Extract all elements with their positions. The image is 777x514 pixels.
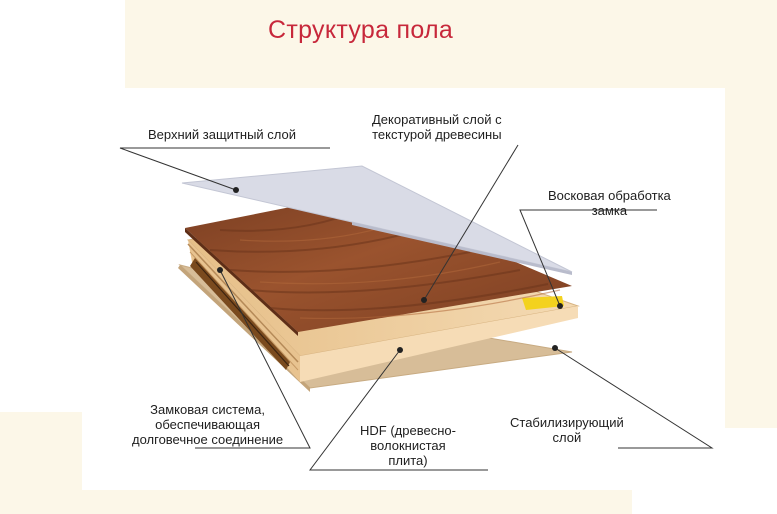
decorative-wood-layer (185, 194, 572, 336)
wax-edge-strip (522, 296, 564, 310)
background-panel-right (725, 88, 777, 428)
label-wax-treatment: Восковая обработка замка (548, 188, 671, 218)
label-lock-system: Замковая система, обеспечивающая долгове… (132, 402, 284, 447)
leader-lines (119, 144, 714, 471)
label-protective-top-layer: Верхний защитный слой (148, 127, 297, 142)
background-panel-top (125, 0, 777, 88)
protective-top-layer (181, 165, 573, 275)
label-decorative-layer: Декоративный слой с текстурой древесины (372, 112, 502, 142)
background-panel-bottom (0, 490, 632, 514)
label-hdf-board: HDF (древесно- волокнистая плита) (360, 423, 456, 468)
label-stabilizing-layer: Стабилизирующий слой (510, 415, 624, 445)
leader-dots (217, 187, 563, 353)
diagram-title: Структура пола (268, 16, 454, 44)
